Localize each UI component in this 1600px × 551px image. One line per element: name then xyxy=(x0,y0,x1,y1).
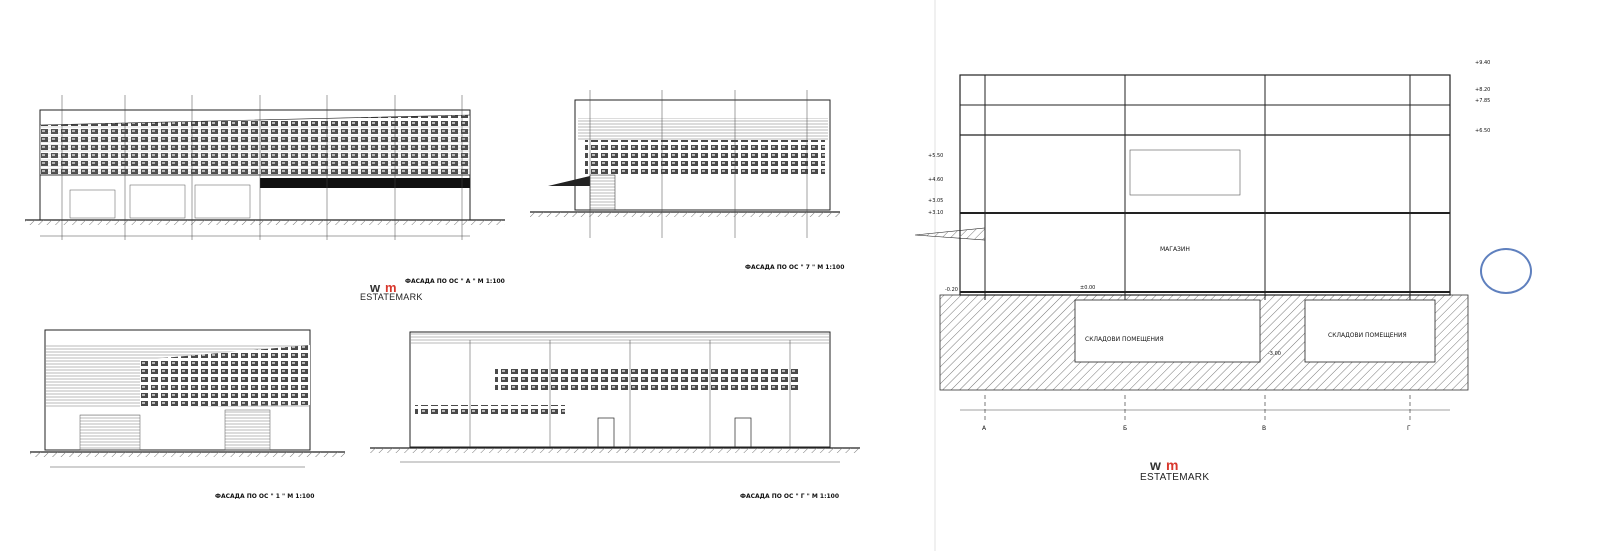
level-mark: -0.20 xyxy=(945,287,958,293)
axis-label-g: Г xyxy=(1407,425,1411,432)
svg-text:w: w xyxy=(369,280,381,295)
axis-label-b: Б xyxy=(1123,425,1128,432)
approval-stamp xyxy=(1480,248,1532,294)
elevation-1 xyxy=(30,329,345,468)
level-mark: +7.85 xyxy=(1475,98,1491,104)
room-label-storage-right: СКЛАДОВИ ПОМЕЩЕНИЯ xyxy=(1328,332,1407,339)
level-mark: +6.50 xyxy=(1475,128,1491,134)
level-mark: ±0.00 xyxy=(1080,285,1096,291)
elevation-g xyxy=(370,331,860,463)
axis-label-a: А xyxy=(982,425,987,432)
level-mark: +3.05 xyxy=(928,198,944,204)
brand-text-top: ESTATEMARK xyxy=(360,292,423,302)
room-label-shop: МАГАЗИН xyxy=(1160,246,1190,253)
level-mark: +3.10 xyxy=(928,210,944,216)
level-mark: +9.40 xyxy=(1475,60,1491,66)
level-mark: +5.50 xyxy=(928,153,944,159)
estatemark-logo-top: w m xyxy=(369,280,397,295)
caption-elevation-1: ФАСАДА ПО ОС " 1 " М 1:100 xyxy=(215,493,315,500)
axis-label-v: В xyxy=(1262,425,1267,432)
elevation-7 xyxy=(530,90,840,238)
svg-text:w: w xyxy=(1149,457,1161,473)
level-mark: +4.60 xyxy=(928,177,944,183)
elevation-a xyxy=(25,95,505,240)
level-mark: -3.00 xyxy=(1268,351,1281,357)
caption-elevation-7: ФАСАДА ПО ОС " 7 " М 1:100 xyxy=(745,264,845,271)
level-mark: +8.20 xyxy=(1475,87,1491,93)
estatemark-logo-bottom: w m xyxy=(1149,457,1178,473)
svg-text:m: m xyxy=(1166,457,1178,473)
caption-elevation-g: ФАСАДА ПО ОС " Г " М 1:100 xyxy=(740,493,840,500)
brand-text-bottom: ESTATEMARK xyxy=(1140,472,1210,483)
svg-text:m: m xyxy=(385,280,397,295)
caption-elevation-a: ФАСАДА ПО ОС " А " М 1:100 xyxy=(405,278,505,285)
section-drawing xyxy=(914,74,1469,420)
room-label-storage-left: СКЛАДОВИ ПОМЕЩЕНИЯ xyxy=(1085,336,1164,343)
